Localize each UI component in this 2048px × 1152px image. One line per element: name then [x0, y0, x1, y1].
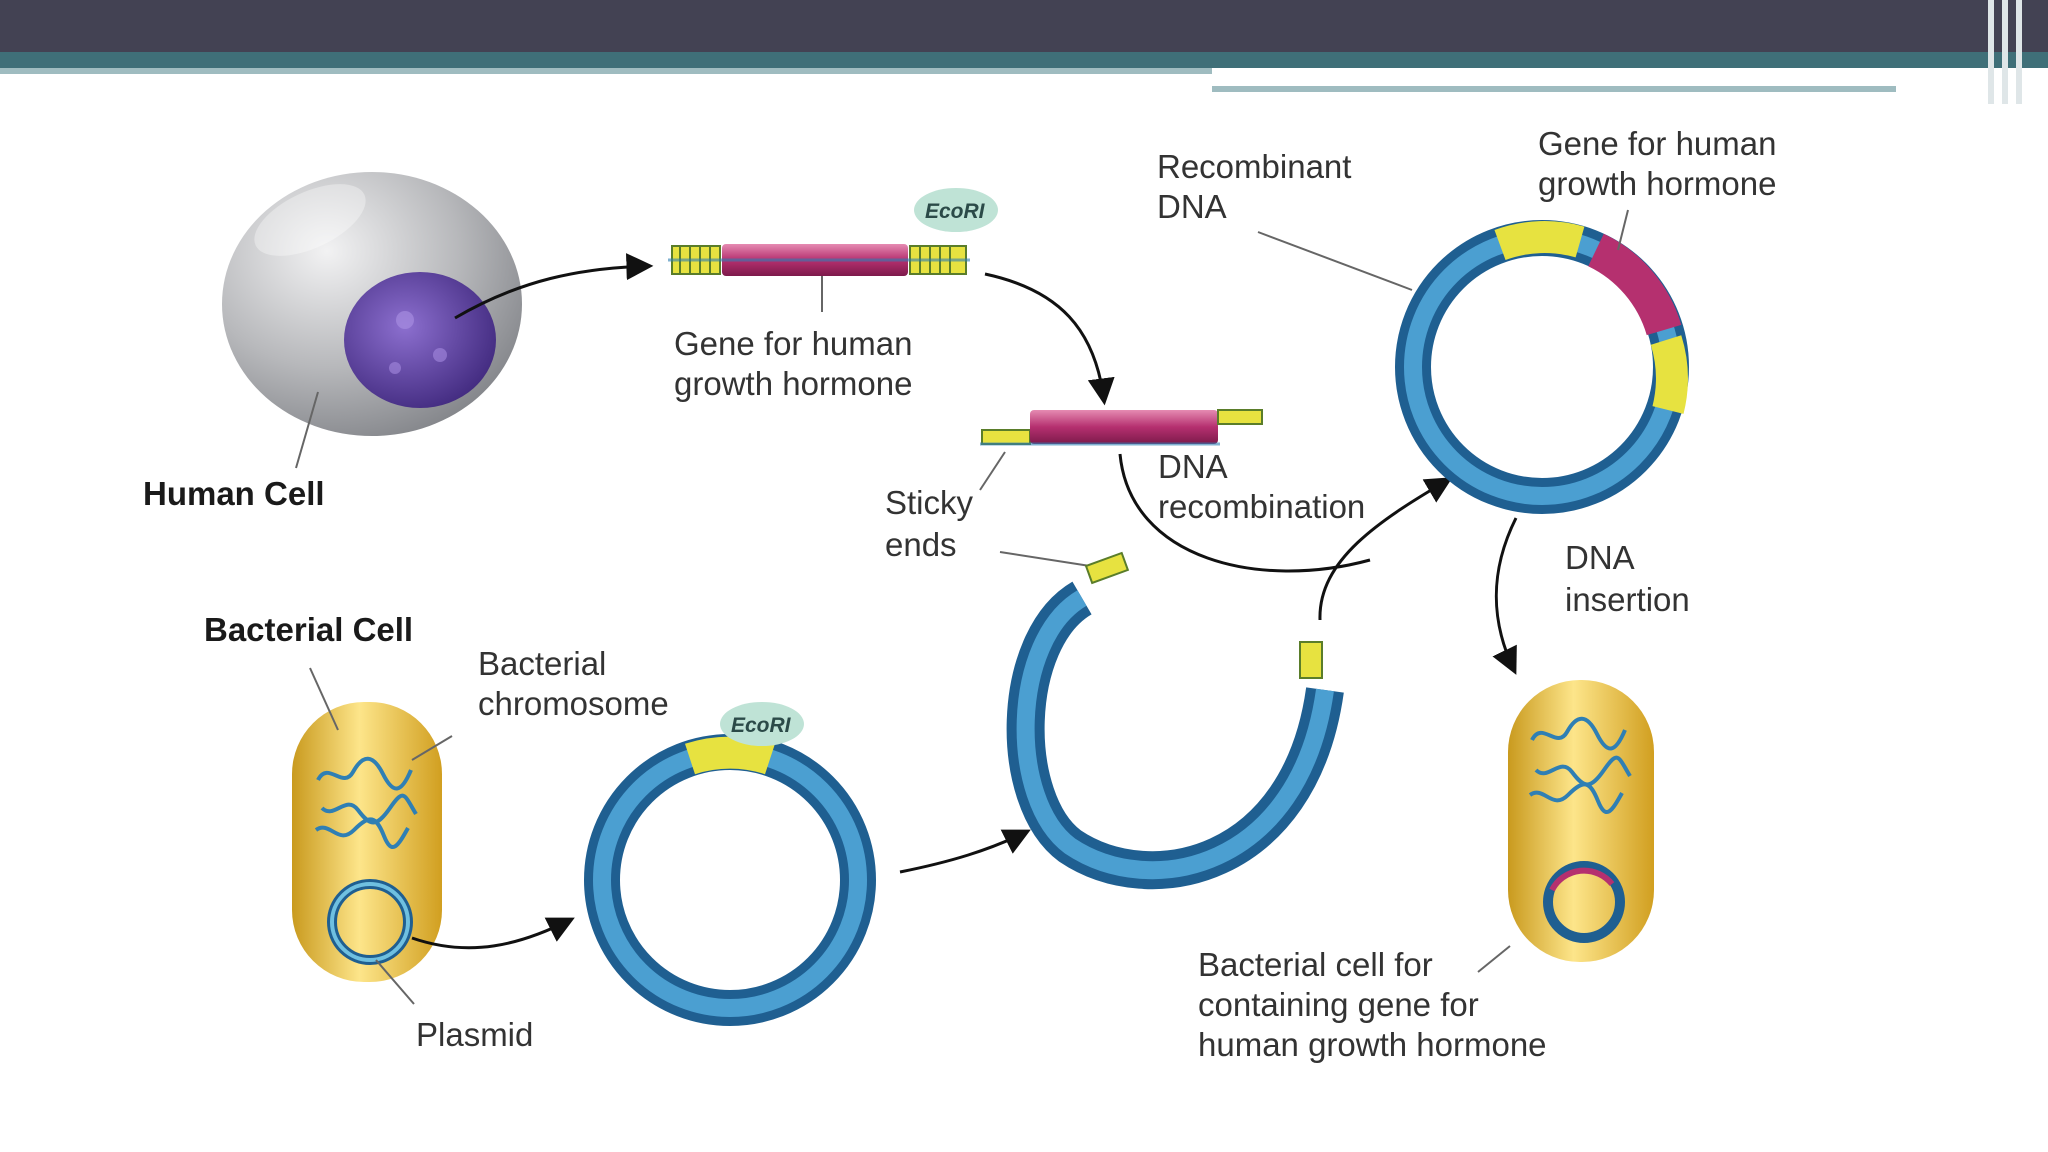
dna-insertion-label-line2: insertion: [1565, 581, 1690, 618]
result-leader-line: [1477, 945, 1511, 973]
arrow-gene-to-cut-gene: [984, 272, 1115, 406]
ecori-badge-bottom: EcoRI: [720, 702, 804, 746]
isolated-plasmid: [584, 734, 876, 1026]
sticky-ends-label-line2: ends: [885, 526, 957, 563]
arrow-to-recombinant-dna: [1318, 477, 1453, 621]
gene2-label-line1: Gene for human: [1538, 125, 1776, 162]
sticky-ends-leader-top: [979, 451, 1006, 491]
gene2-label-line2: growth hormone: [1538, 165, 1776, 202]
result-label-line1: Bacterial cell for: [1198, 946, 1433, 983]
recombinant-bacterial-cell: [1508, 680, 1654, 962]
gene-label-line2: growth hormone: [674, 365, 912, 402]
recombinant-dna-label-line2: DNA: [1157, 188, 1227, 225]
arrow-plasmid-extract: [411, 917, 575, 950]
result-label-line3: human growth hormone: [1198, 1026, 1547, 1063]
gene2-leader-line: [1617, 209, 1629, 251]
header-corner-line-1: [1988, 0, 1994, 104]
plasmid-label: Plasmid: [416, 1016, 533, 1053]
cut-gene-with-sticky-ends: [980, 409, 1263, 446]
recombinant-leader-line: [1257, 231, 1413, 291]
human-cell-label: Human Cell: [143, 475, 325, 512]
dna-insertion-label-line1: DNA: [1565, 539, 1635, 576]
plasmid-leader-line: [375, 959, 415, 1005]
opened-plasmid: [1006, 551, 1344, 890]
arrow-dna-insertion: [1492, 517, 1518, 675]
header-dark-band: [0, 0, 2048, 52]
ecori-label-top: EcoRI: [925, 200, 986, 223]
recombinant-dna-plasmid: [1395, 220, 1689, 514]
result-label-line2: containing gene for: [1198, 986, 1479, 1023]
bacterial-cell-leader-line: [309, 667, 339, 731]
arrow-recombination-curve: [1118, 453, 1371, 573]
bacterial-cell-label: Bacterial Cell: [204, 611, 413, 648]
header-corner-line-3: [2016, 0, 2022, 104]
chromosome-label-line2: chromosome: [478, 685, 669, 722]
header-light-stripe-right: [1212, 86, 1896, 92]
ecori-badge-top: EcoRI: [914, 188, 998, 232]
arrow-nucleus-to-gene: [454, 253, 654, 320]
sticky-ends-leader-bottom: [999, 551, 1091, 567]
bacterial-cell: [292, 702, 442, 982]
gene-label-line1: Gene for human: [674, 325, 912, 362]
chromosome-leader-line: [411, 735, 453, 761]
arrow-plasmid-to-open: [899, 829, 1031, 874]
gene-fragment-top: [668, 244, 970, 276]
human-cell-leader-line: [295, 391, 319, 469]
dna-recombination-label-line1: DNA: [1158, 448, 1228, 485]
header-light-stripe-left: [0, 68, 1212, 74]
nucleus: [344, 272, 496, 408]
recombinant-dna-label-line1: Recombinant: [1157, 148, 1351, 185]
slide-header-bar: [0, 0, 2048, 104]
chromosome-label-line1: Bacterial: [478, 645, 606, 682]
header-corner-line-2: [2002, 0, 2008, 104]
sticky-ends-label-line1: Sticky: [885, 484, 974, 521]
ecori-label-bottom: EcoRI: [731, 714, 792, 737]
dna-recombination-label-line2: recombination: [1158, 488, 1365, 525]
header-teal-band: [0, 52, 2048, 68]
human-cell: [222, 172, 522, 436]
